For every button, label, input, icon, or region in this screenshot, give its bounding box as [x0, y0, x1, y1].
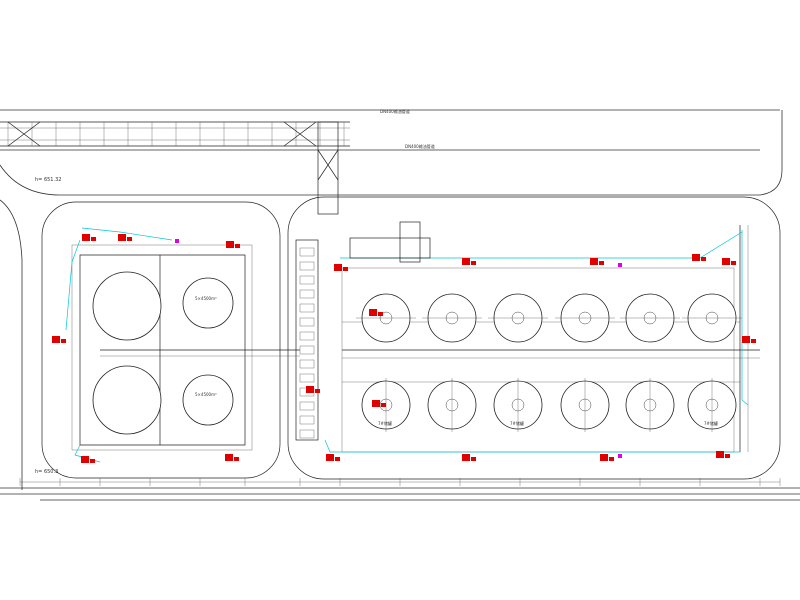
fire-marker-tag	[234, 457, 239, 461]
fire-marker-tag	[599, 261, 604, 265]
fire-marker-tag	[471, 261, 476, 265]
road-outlines	[0, 109, 800, 501]
elevation-top: h= 651.32	[35, 177, 61, 183]
fire-marker	[372, 400, 380, 407]
fire-marker-tag	[701, 257, 706, 261]
top-note-1: DN400输油管道	[380, 108, 410, 114]
fire-marker	[52, 336, 60, 343]
corridor-equipment	[299, 359, 315, 369]
right-tank-farm: 7#储罐 7#储罐 7#储罐	[287, 196, 781, 480]
fire-marker	[462, 258, 470, 265]
elevation-bottom: h= 650.3	[35, 469, 58, 475]
fire-marker	[81, 456, 89, 463]
fire-marker-tag	[751, 339, 756, 343]
fire-marker-tag	[235, 244, 240, 248]
corridor-equipment	[299, 331, 315, 341]
fire-marker-tag	[315, 389, 320, 393]
tank-bottom-3-label: 7#储罐	[510, 420, 524, 426]
corridor-equipment	[299, 317, 315, 327]
tank-bottom-1-label: 7#储罐	[378, 420, 392, 426]
fire-marker	[692, 254, 700, 261]
fire-marker-tag	[90, 459, 95, 463]
dimension-line	[19, 478, 781, 486]
fire-marker	[742, 336, 750, 343]
fire-marker	[306, 386, 314, 393]
pipe-rack-top	[0, 121, 350, 147]
corridor-equipment	[299, 303, 315, 313]
corridor-equipment	[299, 289, 315, 299]
fire-marker	[226, 241, 234, 248]
tank-bottom-6-label: 7#储罐	[704, 420, 718, 426]
fire-marker-tag	[381, 403, 386, 407]
fire-marker-tag	[335, 457, 340, 461]
fire-marker	[334, 264, 342, 271]
fire-marker	[600, 454, 608, 461]
detector-marker	[618, 454, 622, 458]
fire-marker-tag	[609, 457, 614, 461]
corridor-equipment	[299, 247, 315, 257]
fire-marker	[462, 454, 470, 461]
corridor-equipment	[299, 401, 315, 411]
fire-marker	[118, 234, 126, 241]
detector-marker	[175, 239, 179, 243]
safety-markers	[52, 234, 756, 463]
left-tank-farm: 5×4500m³ 5×4500m³	[41, 201, 300, 479]
pipe-corridor	[295, 121, 339, 441]
corridor-equipment	[299, 415, 315, 425]
top-note-2: DN400输油管道	[405, 143, 435, 149]
fire-marker-tag	[61, 339, 66, 343]
corridor-equipment	[299, 429, 315, 439]
corridor-equipment	[299, 261, 315, 271]
fire-marker	[369, 309, 377, 316]
fire-marker-tag	[127, 237, 132, 241]
fire-marker	[716, 451, 724, 458]
fire-marker-tag	[725, 454, 730, 458]
fire-marker-tag	[378, 312, 383, 316]
fire-marker	[326, 454, 334, 461]
fire-marker-tag	[731, 261, 736, 265]
fire-marker	[225, 454, 233, 461]
left-tank-2-label: 5×4500m³	[195, 296, 217, 301]
corridor-equipment	[299, 345, 315, 355]
fire-marker-tag	[471, 457, 476, 461]
corridor-equipment	[299, 373, 315, 383]
fire-marker	[590, 258, 598, 265]
corridor-equipment	[299, 275, 315, 285]
detector-marker	[618, 263, 622, 267]
fire-marker-tag	[343, 267, 348, 271]
left-tank-4-label: 5×4500m³	[195, 392, 217, 397]
fire-marker	[82, 234, 90, 241]
fire-marker-tag	[91, 237, 96, 241]
fire-marker	[722, 258, 730, 265]
